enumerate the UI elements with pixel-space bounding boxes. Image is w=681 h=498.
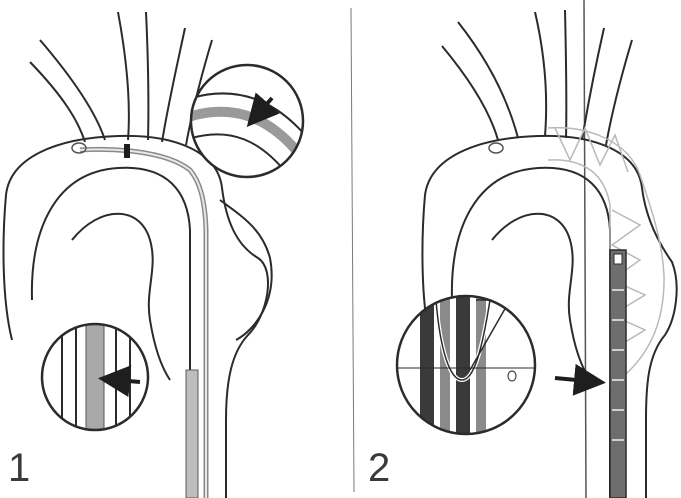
vessel-origin-marker [489, 143, 503, 153]
aortic-arch-outer [6, 136, 268, 498]
branch-vessel [606, 40, 632, 145]
magnifier-circle-deployment [395, 290, 537, 440]
panel-label-1: 1 [8, 448, 30, 488]
aneurysm-bulge [220, 200, 272, 340]
branch-vessel [146, 12, 148, 140]
panel-2-vertical-guide [584, 0, 586, 498]
arrow-icon [555, 378, 598, 382]
branch-vessel [535, 12, 546, 136]
branch-vessel [582, 28, 604, 140]
branch-vessel [40, 40, 105, 140]
branch-vessel [565, 10, 566, 138]
catheter-segment [186, 370, 198, 498]
stent-graft [548, 128, 664, 390]
panel-1 [4, 12, 305, 498]
branch-vessel [30, 62, 85, 142]
branch-vessel [442, 46, 498, 140]
ascending-aorta [4, 195, 12, 340]
panel-divider [351, 8, 354, 492]
delivery-shaft [610, 250, 626, 498]
branch-vessel [118, 12, 129, 140]
branch-vessel [162, 28, 185, 142]
panel-label-2: 2 [368, 448, 390, 488]
panel-2 [395, 10, 677, 498]
delivery-tip [614, 254, 622, 264]
guidewire-marker [124, 144, 130, 158]
